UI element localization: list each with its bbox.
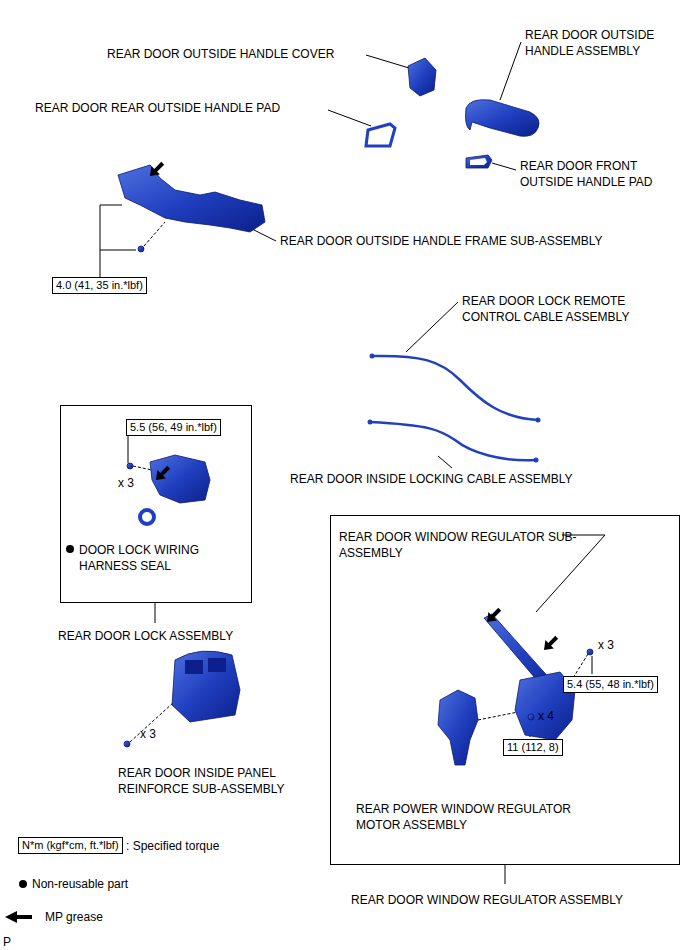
torque-box: 5.4 (55, 48 in.*lbf): [563, 676, 658, 693]
assembly-heading: REAR DOOR LOCK ASSEMBLY: [58, 628, 288, 644]
part-name: REAR DOOR LOCK REMOTE CONTROL CABLE ASSE…: [462, 293, 662, 325]
quantity-callout: x 3: [598, 637, 614, 653]
torque-value: 5.5 (56, 49 in.*lbf): [130, 421, 217, 433]
group-frame: DOOR LOCK WIRING HARNESS SEALREAR DOOR L…: [60, 405, 252, 603]
assembly-heading: REAR DOOR WINDOW REGULATOR ASSEMBLY: [351, 892, 689, 908]
quantity-callout: x 4: [538, 708, 554, 724]
group-frame: REAR DOOR WINDOW REGULATOR SUB-ASSEMBLY R…: [330, 515, 680, 865]
part-name: REAR DOOR OUTSIDE HANDLE COVER: [107, 46, 334, 62]
legend-text: : Specified torque: [126, 838, 219, 854]
torque-value: 4.0 (41, 35 in.*lbf): [56, 279, 143, 291]
part-name: REAR DOOR REAR OUTSIDE HANDLE PAD: [35, 100, 280, 116]
part-name: REAR DOOR INSIDE PANEL REINFORCE SUB-ASS…: [118, 765, 318, 797]
quantity-callout: x 3: [118, 475, 134, 491]
figure-code: P: [3, 934, 11, 950]
part-name: REAR POWER WINDOW REGULATOR MOTOR ASSEMB…: [356, 801, 586, 833]
part-name: REAR DOOR OUTSIDE HANDLE ASSEMBLY: [525, 27, 675, 59]
torque-box: 11 (112, 8): [503, 739, 563, 756]
torque-value: N*m (kgf*cm, ft.*lbf): [22, 839, 119, 851]
part-name: REAR DOOR FRONT OUTSIDE HANDLE PAD: [520, 158, 670, 190]
torque-value: 5.4 (55, 48 in.*lbf): [567, 678, 654, 690]
part-name: REAR DOOR OUTSIDE HANDLE FRAME SUB-ASSEM…: [280, 233, 603, 249]
part-name: REAR DOOR INSIDE LOCKING CABLE ASSEMBLY: [290, 471, 573, 487]
torque-value: 11 (112, 8): [507, 741, 559, 753]
legend-text: MP grease: [45, 909, 103, 925]
torque-box: N*m (kgf*cm, ft.*lbf): [18, 837, 123, 854]
quantity-callout: x 3: [140, 726, 156, 742]
torque-box: 5.5 (56, 49 in.*lbf): [126, 419, 221, 436]
part-name: REAR DOOR WINDOW REGULATOR SUB-ASSEMBLY: [339, 529, 579, 561]
legend-text: Non-reusable part: [32, 876, 128, 892]
part-name: DOOR LOCK WIRING HARNESS SEAL: [79, 542, 239, 574]
torque-box: 4.0 (41, 35 in.*lbf): [52, 277, 147, 294]
